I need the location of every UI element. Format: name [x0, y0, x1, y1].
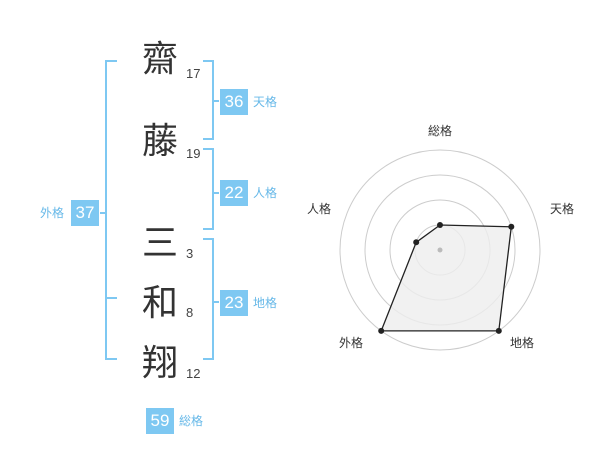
gaikaku-label: 外格	[40, 206, 65, 220]
radar-axis-label-tenkaku: 天格	[550, 202, 575, 216]
soukaku-label: 総格	[179, 414, 204, 428]
radar-axis-label-jinkaku: 人格	[307, 202, 332, 216]
radar-axis-label-chikaku: 地格	[510, 336, 535, 350]
stroke-count-3: 3	[186, 246, 194, 261]
jinkaku-label: 人格	[253, 186, 278, 200]
stroke-count-1: 17	[186, 66, 201, 81]
radar-center-dot	[437, 247, 443, 253]
tenkaku-badge: 36	[220, 89, 248, 115]
jinkaku-bracket	[203, 148, 219, 230]
radar-point	[437, 222, 443, 228]
radar-ring	[339, 149, 541, 351]
chikaku-label: 地格	[253, 296, 278, 310]
stroke-count-2: 19	[186, 146, 201, 161]
jinkaku-badge: 22	[220, 180, 248, 206]
name-char-2: 藤	[141, 121, 178, 162]
name-char-3: 三	[141, 223, 178, 264]
soukaku-badge: 59	[146, 408, 174, 434]
radar-point	[508, 223, 515, 230]
name-char-1: 齋	[141, 39, 178, 80]
radar-point	[378, 327, 385, 334]
chikaku-badge: 23	[220, 290, 248, 316]
name-char-4: 和	[141, 283, 178, 324]
stroke-count-4: 8	[186, 305, 194, 320]
radar-area	[380, 224, 513, 332]
stroke-count-5: 12	[186, 366, 201, 381]
radar-point	[495, 327, 502, 334]
radar-axis-label-gaikaku: 外格	[339, 336, 364, 350]
tenkaku-label: 天格	[253, 95, 278, 109]
name-char-5: 翔	[141, 343, 178, 384]
radar-point	[413, 239, 420, 246]
tenkaku-bracket	[203, 60, 219, 140]
gaikaku-badge: 37	[71, 200, 99, 226]
gaikaku-bracket	[100, 60, 117, 360]
radar-axis-label-soukaku: 総格	[428, 124, 453, 138]
chikaku-bracket	[203, 238, 219, 360]
